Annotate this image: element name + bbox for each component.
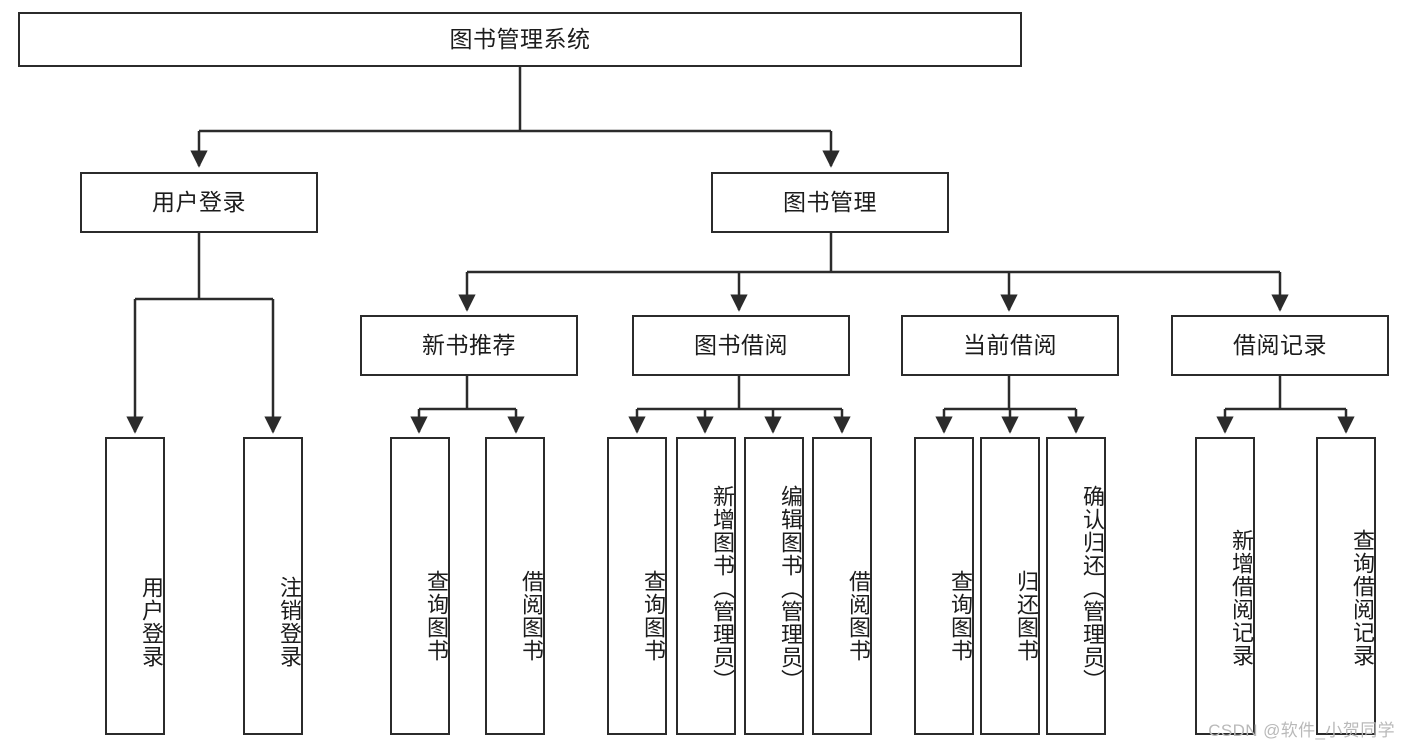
edge-bookmanage-to-level3 [458, 233, 1289, 312]
node-book-management[interactable]: 图书管理 [711, 172, 949, 233]
leaf-node-return-book[interactable]: 归还图书 [980, 437, 1040, 735]
node-label: 新增图书（管理员） [710, 484, 735, 692]
edge-borrowrecord-to-leaves [1216, 376, 1355, 434]
node-user-login[interactable]: 用户登录 [80, 172, 318, 233]
node-label: 查询图书 [948, 570, 973, 662]
node-new-book-recommendation[interactable]: 新书推荐 [360, 315, 578, 376]
leaf-node-user-login[interactable]: 用户登录 [105, 437, 165, 735]
leaf-node-borrow-book[interactable]: 借阅图书 [812, 437, 872, 735]
node-label: 查询图书 [424, 570, 449, 662]
node-label: 图书管理系统 [449, 25, 591, 52]
node-label: 新书推荐 [422, 331, 516, 358]
node-label: 借阅图书 [519, 570, 544, 662]
watermark-text: CSDN @软件_小贺同学 [1208, 721, 1395, 740]
node-label: 借阅记录 [1233, 331, 1327, 358]
edge-userlogin-to-leaves [126, 233, 282, 434]
node-label: 查询借阅记录 [1350, 529, 1375, 667]
leaf-node-borrow-book-recommend[interactable]: 借阅图书 [485, 437, 545, 735]
node-label: 图书管理 [783, 188, 877, 215]
node-label: 归还图书 [1014, 570, 1039, 662]
edge-root-to-level2 [190, 67, 840, 168]
node-label: 图书借阅 [694, 331, 788, 358]
node-borrowing-record[interactable]: 借阅记录 [1171, 315, 1389, 376]
leaf-node-query-book-current[interactable]: 查询图书 [914, 437, 974, 735]
node-label: 新增借阅记录 [1229, 529, 1254, 667]
edge-newbookrec-to-leaves [410, 376, 525, 434]
node-label: 用户登录 [139, 576, 164, 668]
node-root-book-management-system[interactable]: 图书管理系统 [18, 12, 1022, 67]
leaf-node-add-borrow-record[interactable]: 新增借阅记录 [1195, 437, 1255, 735]
leaf-node-query-book-borrow[interactable]: 查询图书 [607, 437, 667, 735]
node-label: 借阅图书 [846, 570, 871, 662]
leaf-node-logout[interactable]: 注销登录 [243, 437, 303, 735]
node-current-borrowing[interactable]: 当前借阅 [901, 315, 1119, 376]
node-label: 当前借阅 [963, 331, 1057, 358]
node-label: 编辑图书（管理员） [778, 484, 803, 692]
node-label: 注销登录 [277, 576, 302, 668]
leaf-node-query-borrow-record[interactable]: 查询借阅记录 [1316, 437, 1376, 735]
leaf-node-edit-book-admin[interactable]: 编辑图书（管理员） [744, 437, 804, 735]
leaf-node-add-book-admin[interactable]: 新增图书（管理员） [676, 437, 736, 735]
edge-currentborrow-to-leaves [935, 376, 1085, 434]
leaf-node-query-book-recommend[interactable]: 查询图书 [390, 437, 450, 735]
edge-bookborrow-to-leaves [628, 376, 851, 434]
node-label: 确认归还（管理员） [1080, 484, 1105, 692]
leaf-node-confirm-return-admin[interactable]: 确认归还（管理员） [1046, 437, 1106, 735]
node-label: 用户登录 [152, 188, 246, 215]
node-label: 查询图书 [641, 570, 666, 662]
node-book-borrowing[interactable]: 图书借阅 [632, 315, 850, 376]
